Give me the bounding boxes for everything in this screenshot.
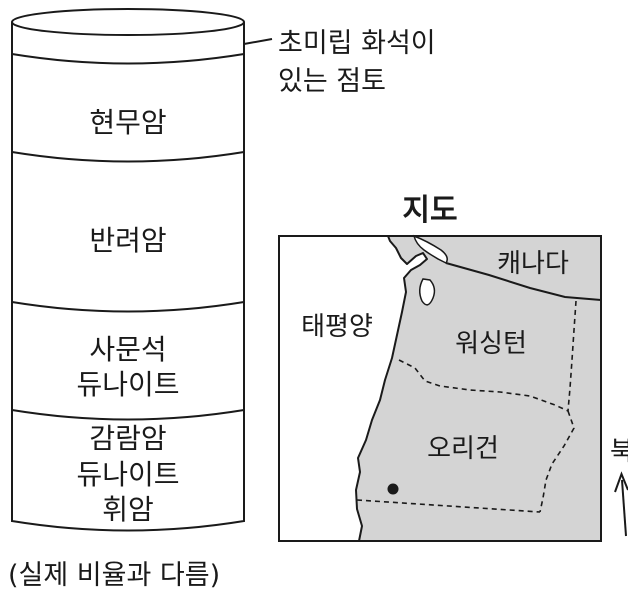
north-arrow-shaft: [621, 479, 627, 537]
annotation-clay-line-1: 초미립 화석이: [278, 28, 436, 59]
footnote-not-to-scale: (실제 비율과 다름): [8, 560, 220, 591]
puget-sound: [419, 278, 436, 306]
layer-boundary-olivine-peridotite: [11, 409, 245, 421]
layer-label-peridotite-3: 휘암: [102, 493, 154, 526]
map-label-pacific: 태평양: [301, 312, 373, 342]
layer-label-basalt: 현무암: [89, 106, 166, 139]
north-label: 북: [610, 437, 628, 467]
layer-boundary-clay-basalt: [11, 53, 245, 65]
rock-core-cylinder: [11, 8, 245, 532]
cylinder-top: [11, 8, 245, 36]
border-canada-washington: [445, 262, 602, 301]
north-arrow-icon: [614, 471, 628, 493]
map-title: 지도: [402, 193, 457, 228]
cylinder-body: [11, 22, 245, 532]
layer-label-peridotite-2: 듀나이트: [76, 458, 179, 491]
site-marker: [387, 483, 399, 495]
layer-label-olivine-1: 사문석: [89, 333, 166, 366]
map-label-canada: 캐나다: [497, 249, 569, 279]
map-panel: 캐나다 태평양 워싱턴 오리건: [278, 234, 602, 542]
annotation-clay-line-2: 있는 점토: [278, 66, 386, 97]
map-label-oregon: 오리건: [427, 434, 499, 464]
layer-boundary-gabbro-olivine: [11, 301, 245, 313]
border-oregon-idaho: [539, 410, 575, 513]
north-indicator: 북: [610, 437, 628, 537]
annotation-leader-line: [243, 38, 273, 45]
layer-label-peridotite-1: 감람암: [89, 422, 166, 455]
layer-label-olivine-2: 듀나이트: [76, 368, 179, 401]
border-oregon-california: [356, 499, 541, 513]
map-label-washington: 워싱턴: [455, 329, 527, 359]
map-frame: [278, 235, 602, 542]
layer-boundary-basalt-gabbro: [11, 151, 245, 163]
land-region: [355, 235, 602, 542]
layer-label-gabbro: 반려암: [89, 224, 166, 257]
border-washington-idaho: [567, 300, 577, 412]
